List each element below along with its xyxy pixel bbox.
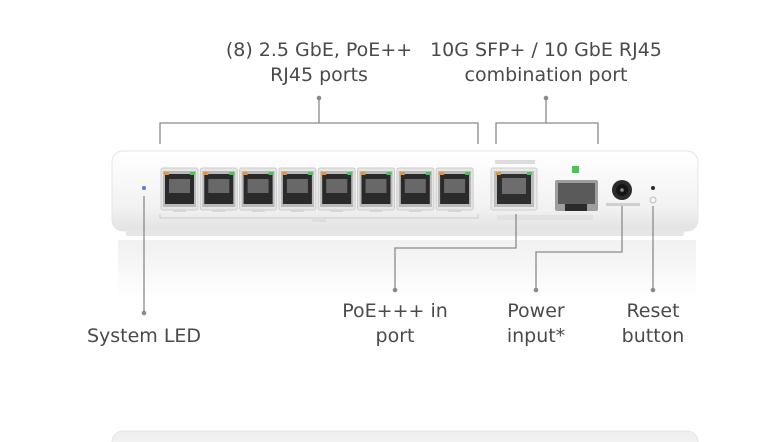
combo-port-label-line2: combination port xyxy=(464,64,628,86)
rj45-ports-leader-dot xyxy=(316,95,322,101)
reset-leader-dot xyxy=(650,287,656,293)
reset-button xyxy=(649,186,657,204)
device-base-strip xyxy=(126,229,684,236)
rj45-ports-label: (8) 2.5 GbE, PoE++ RJ45 ports xyxy=(219,38,419,88)
poe-in-label-line1: PoE+++ in xyxy=(342,300,448,322)
reset-label-line1: Reset xyxy=(626,300,680,322)
rj45-port-group xyxy=(160,167,474,212)
rj45-ports-label-line2: RJ45 ports xyxy=(270,64,368,86)
system-led xyxy=(142,186,146,190)
rj45-port xyxy=(239,167,278,212)
poe-in-leader-dot xyxy=(392,287,398,293)
reset-label-line2: button xyxy=(621,325,685,347)
combo-port-leader-dot xyxy=(543,95,549,101)
rj45-port xyxy=(317,167,356,212)
rj45-ports-label-line1: (8) 2.5 GbE, PoE++ xyxy=(225,39,413,61)
system-led-label-line1: System LED xyxy=(86,325,202,347)
power-input-jack xyxy=(606,180,640,206)
rj45-port xyxy=(435,167,474,212)
combo-port-top-plate xyxy=(495,160,535,164)
rj45-port xyxy=(357,167,395,212)
power-input-leader xyxy=(535,206,623,290)
combo-port-label: 10G SFP+ / 10 GbE RJ45 combination port xyxy=(416,38,676,88)
rj45-port xyxy=(199,167,238,212)
sfp-plus-port xyxy=(555,166,598,211)
rj45-ports-bracket xyxy=(159,122,479,144)
poe-in-label-line2: port xyxy=(375,325,415,347)
reset-label: Reset button xyxy=(608,299,698,349)
device-reflection xyxy=(118,240,696,300)
power-input-label: Power input* xyxy=(491,299,581,349)
combo-port-bottom-plate xyxy=(497,215,593,220)
power-input-leader-dot xyxy=(533,287,539,293)
combo-port-label-line1: 10G SFP+ / 10 GbE RJ45 xyxy=(430,39,662,61)
second-device-top xyxy=(111,430,699,442)
system-led-leader-dot xyxy=(141,310,147,316)
callout-leader-lines xyxy=(143,98,654,313)
combo-rj45-port xyxy=(490,167,538,211)
rj45-port xyxy=(278,167,317,212)
power-input-label-line1: Power xyxy=(507,300,565,322)
poe-in-leader xyxy=(394,214,517,290)
power-input-label-line2: input* xyxy=(506,325,566,347)
poe-in-label: PoE+++ in port xyxy=(330,299,460,349)
ports-label-plate xyxy=(312,218,326,222)
combo-port-bracket xyxy=(495,122,599,144)
system-led-label: System LED xyxy=(76,324,212,349)
rj45-port xyxy=(160,167,199,212)
callout-leader-dots xyxy=(141,95,656,316)
rj45-port xyxy=(396,167,435,212)
